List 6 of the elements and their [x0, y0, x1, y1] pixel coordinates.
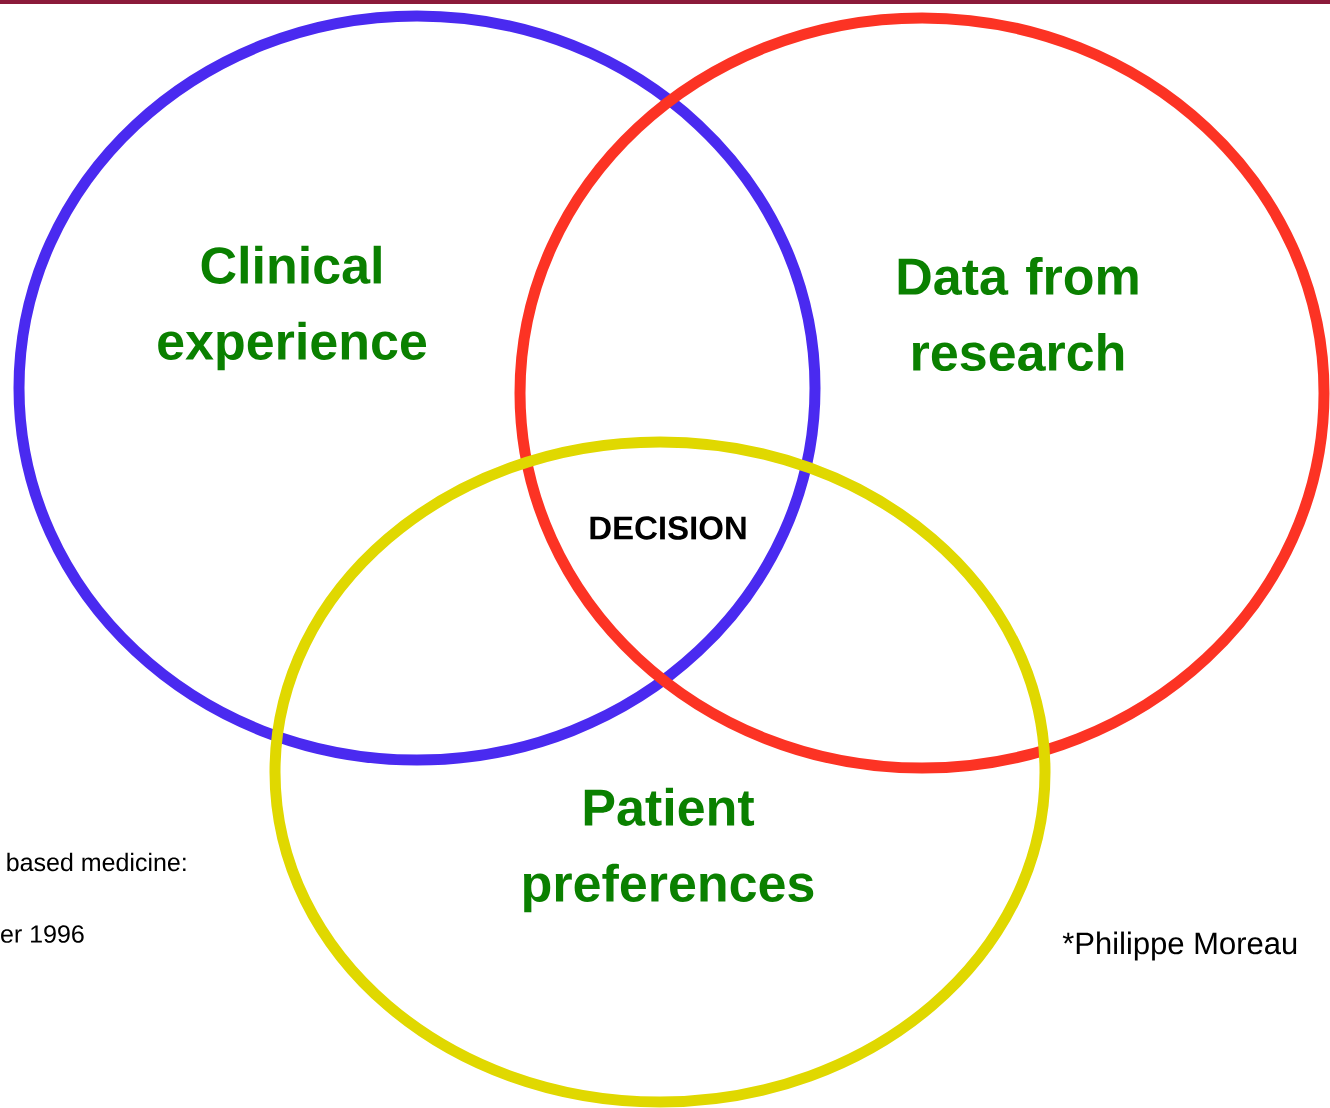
circle-label: Patient preferences: [524, 787, 814, 913]
circle-label: Data from research: [898, 256, 1138, 372]
circle-label: Clinical experience: [158, 245, 427, 371]
note-text: based medicine:: [7, 852, 186, 872]
decision-label: DECISION: [590, 516, 746, 540]
note-text: er 1996: [1, 925, 84, 943]
